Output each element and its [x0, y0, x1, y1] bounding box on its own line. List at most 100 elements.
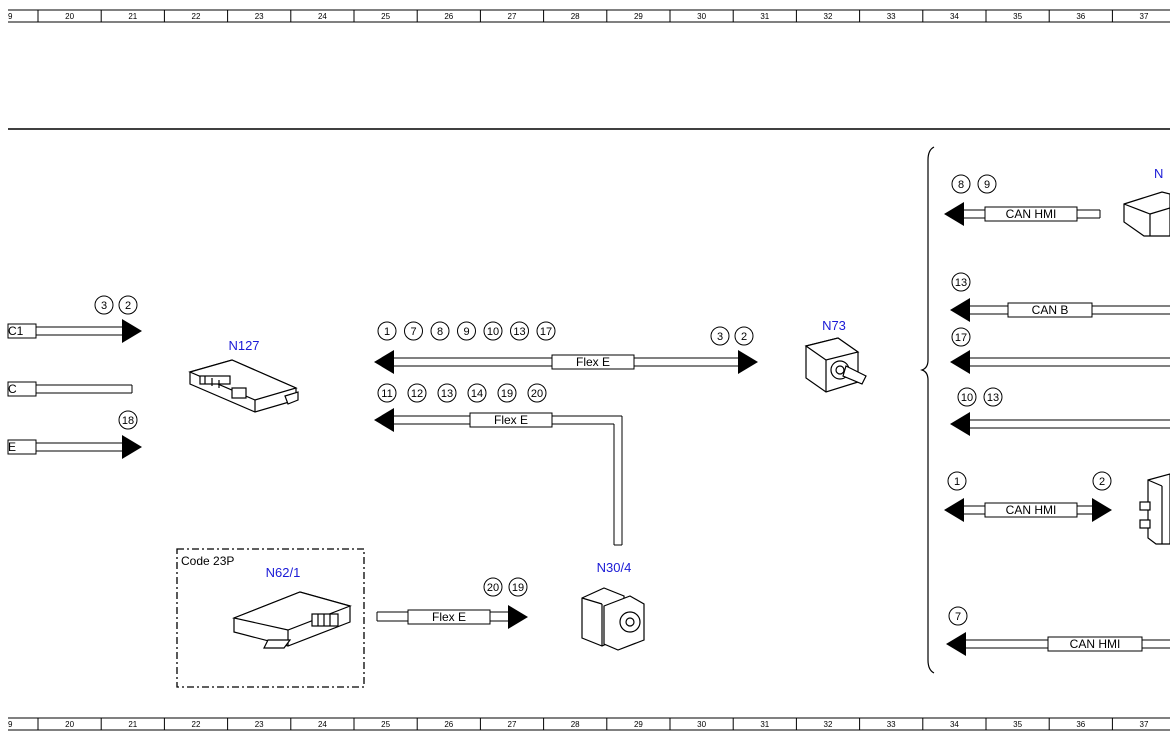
- line-17-bundle: [950, 350, 1170, 374]
- ruler-number: 31: [760, 12, 769, 21]
- flex-e-mid-bundle: Flex E: [374, 408, 623, 546]
- ref-number: 7: [410, 326, 416, 338]
- ruler-number: 32: [824, 12, 833, 21]
- ref-number: 3: [717, 331, 723, 343]
- left-stub-e: E 18: [7, 410, 142, 459]
- ref-number: 12: [411, 388, 423, 400]
- ref-number: 1: [954, 476, 960, 488]
- ruler-number: 37: [1140, 12, 1149, 21]
- ruler-number: 27: [508, 12, 517, 21]
- ref-circle: [527, 383, 547, 403]
- option-code-box: [176, 548, 365, 688]
- ref-circle: [497, 383, 517, 403]
- ruler-number: 29: [634, 12, 643, 21]
- ref-circle: [947, 471, 967, 491]
- ruler-number: 26: [444, 720, 453, 729]
- n30-4-switch-icon: [581, 587, 645, 651]
- ref-circle: [510, 321, 529, 341]
- ref-circle: [407, 383, 427, 403]
- ref-number: 19: [512, 582, 524, 594]
- can-hmi-mid-label: CAN HMI: [1006, 503, 1057, 517]
- ref-circle: [430, 321, 450, 341]
- line-10-13-bundle: [950, 412, 1170, 436]
- ref-number: 2: [741, 331, 747, 343]
- ruler-number: 20: [65, 12, 74, 21]
- ruler-number: 9: [8, 12, 13, 21]
- ruler-number: 29: [634, 720, 643, 729]
- ref-circle: [951, 272, 971, 292]
- flex-e-top-bundle: Flex E: [374, 350, 758, 374]
- ref-number: 13: [513, 326, 525, 338]
- svg-text:3: 3: [101, 300, 107, 312]
- left-top-refs: 3 2: [94, 295, 138, 315]
- flex-e-bottom-bundle: Flex E: [376, 605, 528, 629]
- ref-number: 19: [501, 388, 513, 400]
- stub-e-label: E: [8, 440, 16, 454]
- ruler-number: 33: [887, 12, 896, 21]
- n127-label: N127: [228, 338, 259, 353]
- ruler-number: 20: [65, 720, 74, 729]
- ruler-number: 22: [192, 12, 201, 21]
- svg-text:18: 18: [122, 415, 134, 427]
- n73-label: N73: [822, 318, 846, 333]
- ref-circle: [948, 606, 968, 626]
- ruler-number: 30: [697, 12, 706, 21]
- can-hmi-mid-bundle: CAN HMI: [944, 498, 1112, 522]
- ruler-number: 28: [571, 720, 580, 729]
- ref-circle: [437, 383, 457, 403]
- n73-switch-icon: [804, 337, 867, 393]
- ref-number: 20: [531, 388, 543, 400]
- stub-c1-label: C1: [8, 324, 24, 338]
- ref-circle: [951, 174, 971, 194]
- ruler-number: 32: [824, 720, 833, 729]
- ruler-number: 33: [887, 720, 896, 729]
- ruler-number: 22: [192, 720, 201, 729]
- ruler-number: 21: [128, 720, 137, 729]
- ruler-number: 36: [1076, 12, 1085, 21]
- ref-number: 17: [540, 326, 552, 338]
- ref-number: 9: [984, 179, 990, 191]
- ref-circle: [508, 577, 528, 597]
- n-cut-module-icon: [1123, 191, 1170, 237]
- ref-circle: [957, 387, 977, 407]
- ruler-number: 25: [381, 720, 390, 729]
- can-b-label: CAN B: [1032, 303, 1069, 317]
- n30-4-label: N30/4: [597, 560, 632, 575]
- ruler-number: 34: [950, 720, 959, 729]
- ruler-number: 36: [1076, 720, 1085, 729]
- ruler-number: 34: [950, 12, 959, 21]
- ruler-number: 30: [697, 720, 706, 729]
- ruler-number: 21: [128, 12, 137, 21]
- flex-e-mid-label: Flex E: [494, 413, 528, 427]
- ruler-number: 31: [760, 720, 769, 729]
- ref-number: 13: [955, 277, 967, 289]
- can-hmi-bottom-bundle: CAN HMI: [946, 632, 1170, 656]
- ruler-number: 35: [1013, 12, 1022, 21]
- right-cut-component-icon: [1139, 473, 1170, 545]
- ruler-number: 24: [318, 720, 327, 729]
- ref-circle: [983, 387, 1003, 407]
- left-stub-c1: C1: [7, 319, 142, 343]
- ref-number: 10: [961, 392, 973, 404]
- flex-e-bottom-label: Flex E: [432, 610, 466, 624]
- can-hmi-top-bundle: CAN HMI: [944, 202, 1101, 226]
- ref-circle: [467, 383, 487, 403]
- ruler-number: 23: [255, 12, 264, 21]
- ref-number: 13: [987, 392, 999, 404]
- can-hmi-top-label: CAN HMI: [1006, 207, 1057, 221]
- ref-circle: [457, 321, 476, 341]
- n62-1-module-icon: [231, 591, 352, 649]
- ruler-number: 27: [508, 720, 517, 729]
- n62-1-label: N62/1: [266, 565, 301, 580]
- svg-text:2: 2: [125, 300, 131, 312]
- ruler-number: 37: [1140, 720, 1149, 729]
- ref-circle: [1092, 471, 1112, 491]
- flex-e-top-label: Flex E: [576, 355, 610, 369]
- ruler-number: 9: [8, 720, 13, 729]
